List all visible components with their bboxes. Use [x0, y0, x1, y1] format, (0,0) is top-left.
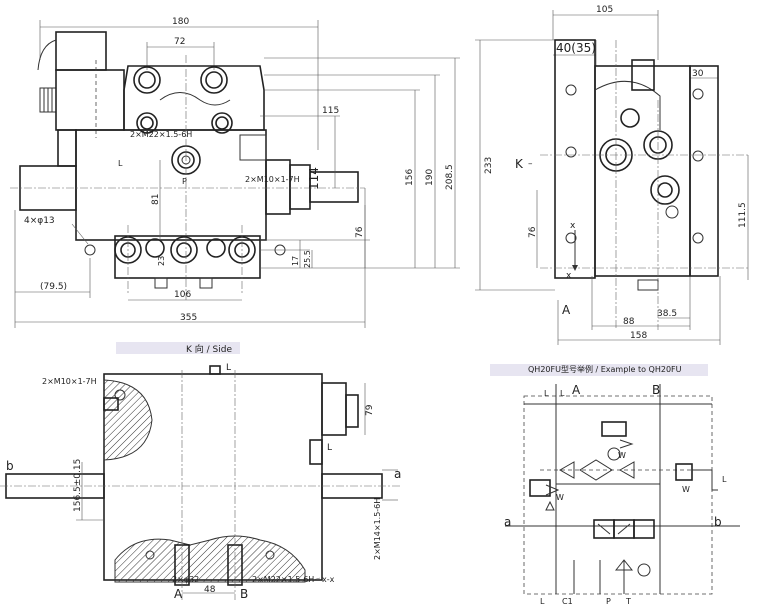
dim-23: 23 — [157, 256, 166, 266]
example-title-band — [490, 364, 708, 376]
dim-25-5: 25.5 — [303, 250, 312, 268]
label-k: K — [515, 157, 524, 171]
label-a: A — [562, 303, 571, 317]
hydraulic-schematic — [505, 384, 740, 595]
label-l-top: L — [226, 363, 231, 373]
label-l-2: L — [560, 389, 565, 398]
example-title: QH20FU型号举例 / Example to QH20FU — [528, 364, 682, 374]
dim-190: 190 — [425, 169, 435, 186]
label-l: L — [118, 159, 123, 168]
dim-180: 180 — [172, 17, 189, 27]
label-a-side-schematic: a — [504, 515, 511, 529]
label-t-schematic: T — [625, 597, 631, 606]
label-w-3: W — [682, 485, 690, 494]
dim-115: 115 — [322, 106, 339, 116]
label-l-1: L — [544, 389, 549, 398]
dim-355: 355 — [180, 313, 197, 323]
dim-38-5: 38.5 — [657, 309, 677, 319]
label-x-x: x-x — [322, 575, 335, 584]
right-side-view — [475, 10, 750, 345]
label-2-m14: 2×M14×1.5-6H — [373, 498, 382, 560]
dim-208-5: 208.5 — [445, 164, 455, 190]
front-view-text: 180 72 115 106 355 (79.5) 4×φ13 2×M22×1.… — [24, 17, 455, 323]
label-2-m22: 2×M22×1.5-6H — [130, 130, 192, 139]
k-side-view-text: K 向 / Side 2×M10×1-7H L L b a 2×M14×1.5-… — [6, 343, 401, 601]
dim-114: 114 — [307, 167, 321, 190]
label-c1: C1 — [562, 597, 573, 606]
front-view — [10, 20, 460, 328]
label-p: P — [182, 177, 187, 186]
dim-48: 48 — [204, 585, 216, 595]
label-2-m10-side: 2×M10×1-7H — [42, 377, 97, 386]
side-view-title-band — [116, 342, 240, 354]
label-2-m10: 2×M10×1-7H — [245, 175, 300, 184]
label-x-bottom: x — [566, 271, 572, 281]
k-side-view — [0, 365, 400, 600]
dim-72: 72 — [174, 37, 185, 47]
label-b-top: B — [652, 383, 660, 397]
dim-79: 79 — [365, 404, 375, 416]
dim-158: 158 — [630, 331, 647, 341]
dim-105: 105 — [596, 5, 613, 15]
label-l-bottom: L — [540, 597, 545, 606]
dim-233: 233 — [484, 157, 494, 174]
label-a-side: a — [394, 467, 401, 481]
dim-106: 106 — [174, 290, 191, 300]
dim-17: 17 — [291, 256, 300, 266]
dim-88: 88 — [623, 317, 635, 327]
k-view-title: K 向 / Side — [186, 343, 232, 355]
dim-156-5: 156.5±0.15 — [73, 459, 83, 512]
label-b-side: b — [6, 459, 14, 473]
label-4-phi13: 4×φ13 — [24, 216, 55, 226]
label-l-3: L — [722, 475, 727, 484]
label-l-right: L — [327, 443, 332, 453]
dim-81: 81 — [151, 194, 161, 205]
label-p-schematic: P — [606, 597, 611, 606]
label-x-top: x — [570, 221, 576, 231]
hydraulic-schematic-text: QH20FU型号举例 / Example to QH20FU A B a b L… — [504, 364, 727, 606]
label-2-phi32: 2×φ32 — [172, 575, 199, 584]
dim-30: 30 — [692, 69, 704, 79]
right-side-view-text: 105 40(35) 30 233 111.5 76 88 38.5 158 K… — [484, 5, 748, 341]
dim-111-5: 111.5 — [738, 202, 748, 228]
port-a: A — [174, 587, 183, 601]
port-b: B — [240, 587, 248, 601]
label-b-side-schematic: b — [714, 515, 722, 529]
dim-76: 76 — [355, 226, 365, 238]
label-2-m22-side: 2×M22×1.5-6H — [252, 575, 314, 584]
label-a-top: A — [572, 383, 581, 397]
dim-79-5: (79.5) — [40, 282, 67, 292]
dim-156: 156 — [405, 169, 415, 186]
dim-40-35: 40(35) — [556, 41, 596, 55]
dim-76-side: 76 — [528, 226, 538, 238]
label-w-1: W — [618, 451, 626, 460]
label-w-2: W — [556, 493, 564, 502]
k-arrow: – — [528, 159, 533, 169]
